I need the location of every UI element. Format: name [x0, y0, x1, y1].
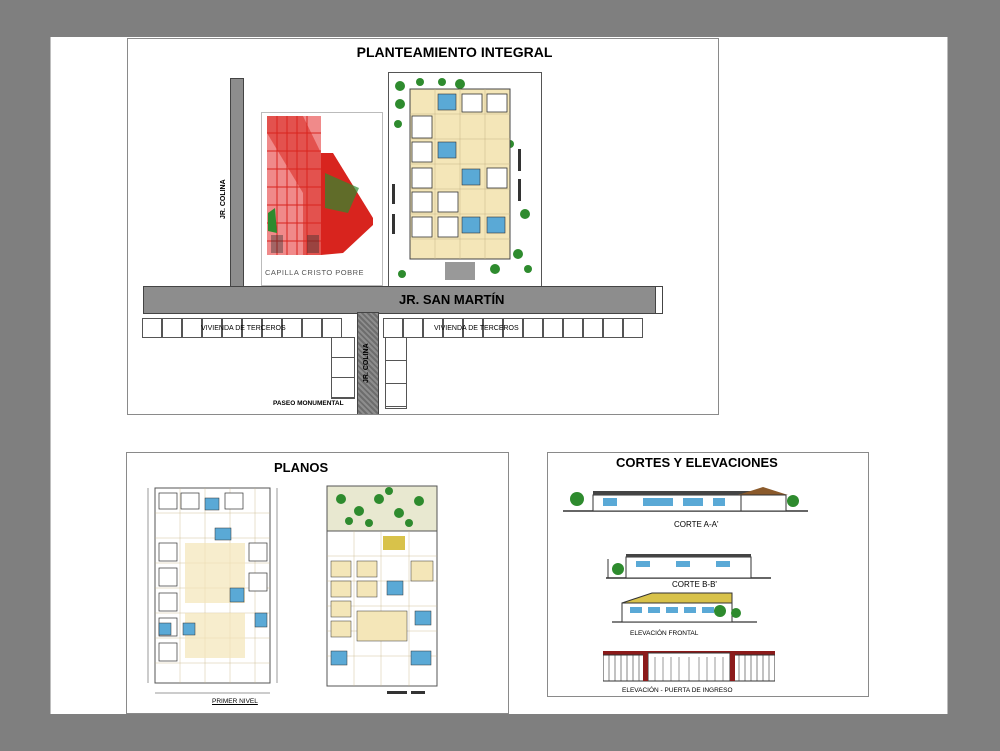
front-elevation: [612, 592, 757, 623]
entrance-gate-elevation: [603, 651, 775, 682]
panel-cortes-y-elevaciones: CORTES Y ELEVACIONES CORTE A-A' CORTE B-…: [547, 452, 869, 697]
housing-label-right: VIVIENDA DE TERCEROS: [434, 325, 519, 332]
panel-planteamiento-integral: PLANTEAMIENTO INTEGRAL JR. COLINA CAPILL…: [127, 38, 719, 415]
caption-elevacion-frontal: ELEVACIÓN FRONTAL: [630, 630, 699, 637]
chapel-roof-plan: [267, 116, 373, 255]
panel-title: PLANOS: [274, 460, 329, 475]
housing-lots-lower-left: [331, 337, 355, 399]
floor-plan-second-level: [326, 485, 438, 694]
caption-corte-a-a: CORTE A-A': [674, 520, 719, 529]
housing-label-left: VIVIENDA DE TERCEROS: [201, 325, 286, 332]
street-label-jr-colina-upper: JR. COLINA: [220, 179, 227, 219]
road-jr-san-martin: [143, 286, 657, 314]
sheet-edge-left: [50, 37, 51, 714]
housing-lots-left: [142, 318, 342, 338]
floor-plan-first-level: [147, 487, 278, 694]
section-b-b: [606, 554, 771, 579]
caption-corte-b-b: CORTE B-B': [672, 580, 717, 589]
road-stub-right: [655, 286, 663, 314]
road-jr-colina-upper: [230, 78, 244, 288]
sheet-edge-right: [947, 37, 948, 714]
housing-lots-lower-right: [385, 337, 407, 409]
street-label-jr-san-martin: JR. SAN MARTÍN: [399, 292, 505, 307]
chapel-label: CAPILLA CRISTO POBRE: [265, 268, 365, 277]
street-label-paseo-monumental: PASEO MONUMENTAL: [273, 400, 344, 407]
housing-lots-right: [383, 318, 643, 338]
caption-elevacion-puerta: ELEVACIÓN - PUERTA DE INGRESO: [622, 687, 733, 694]
street-label-jr-colina-lower: JR. COLINA: [363, 343, 370, 383]
caption-first-level: PRIMER NIVEL: [212, 698, 258, 705]
complex-site-plan: [390, 74, 540, 284]
panel-planos: PLANOS PRIMER NIVEL: [126, 452, 509, 714]
road-jr-colina-lower: [357, 312, 379, 414]
panel-title: PLANTEAMIENTO INTEGRAL: [356, 44, 553, 60]
panel-title: CORTES Y ELEVACIONES: [616, 455, 778, 470]
section-a-a: [563, 487, 808, 512]
